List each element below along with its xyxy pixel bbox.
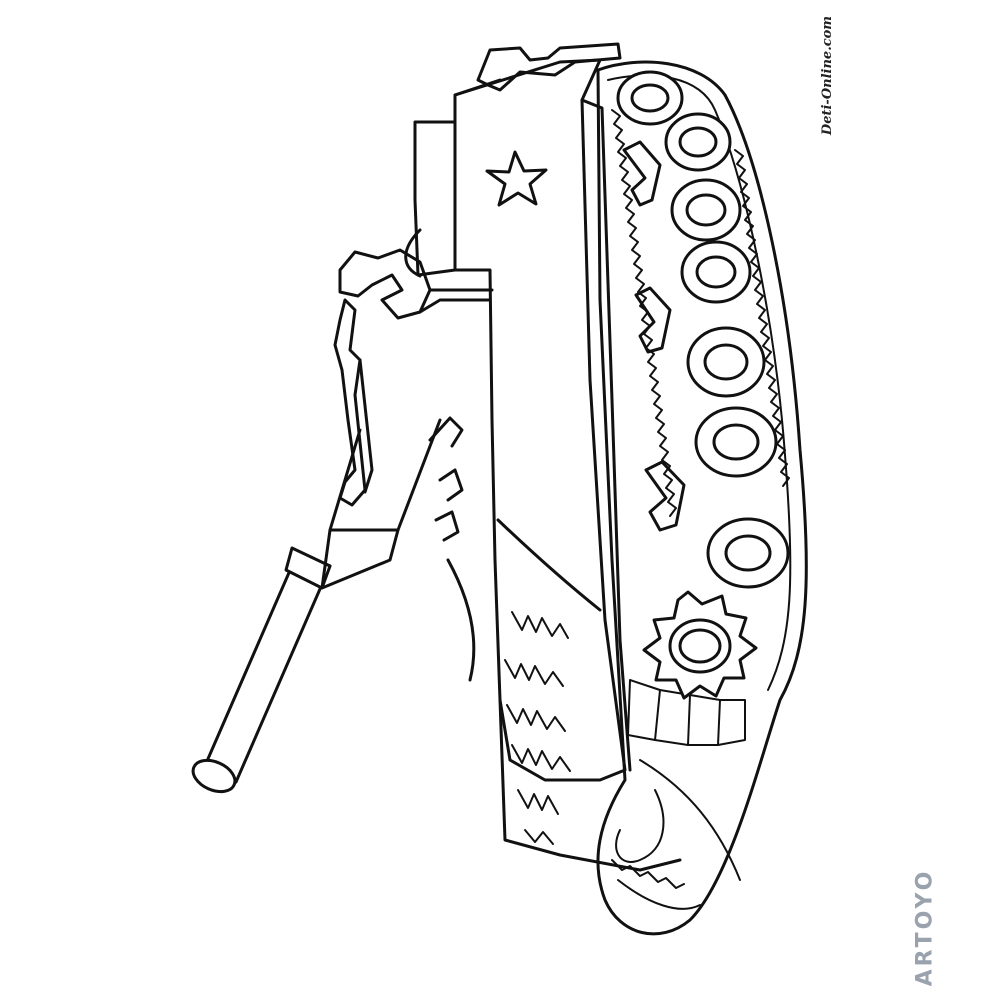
side-details	[434, 468, 476, 682]
lower-hull-plate	[498, 611, 682, 872]
gun-barrel	[191, 416, 464, 794]
road-wheel	[664, 112, 732, 172]
road-wheel	[694, 406, 778, 478]
hatch	[476, 42, 622, 92]
road-wheel	[616, 70, 684, 126]
hull	[453, 58, 632, 782]
watermark-top-text: Deti-Online.com	[820, 15, 836, 135]
road-wheel	[686, 326, 766, 398]
road-wheel	[706, 517, 790, 589]
watermark-bottom-text: ARTOYO	[912, 868, 938, 986]
road-wheel	[670, 178, 742, 242]
watermark-bottom: ARTOYO	[900, 862, 950, 992]
drive-sprocket	[642, 590, 758, 700]
road-wheels	[616, 70, 790, 589]
watermark-top: Deti-Online.com	[808, 10, 848, 140]
road-wheel	[680, 240, 752, 304]
suspension-bogies	[622, 140, 686, 532]
star-icon	[485, 150, 548, 207]
turret	[333, 120, 494, 507]
